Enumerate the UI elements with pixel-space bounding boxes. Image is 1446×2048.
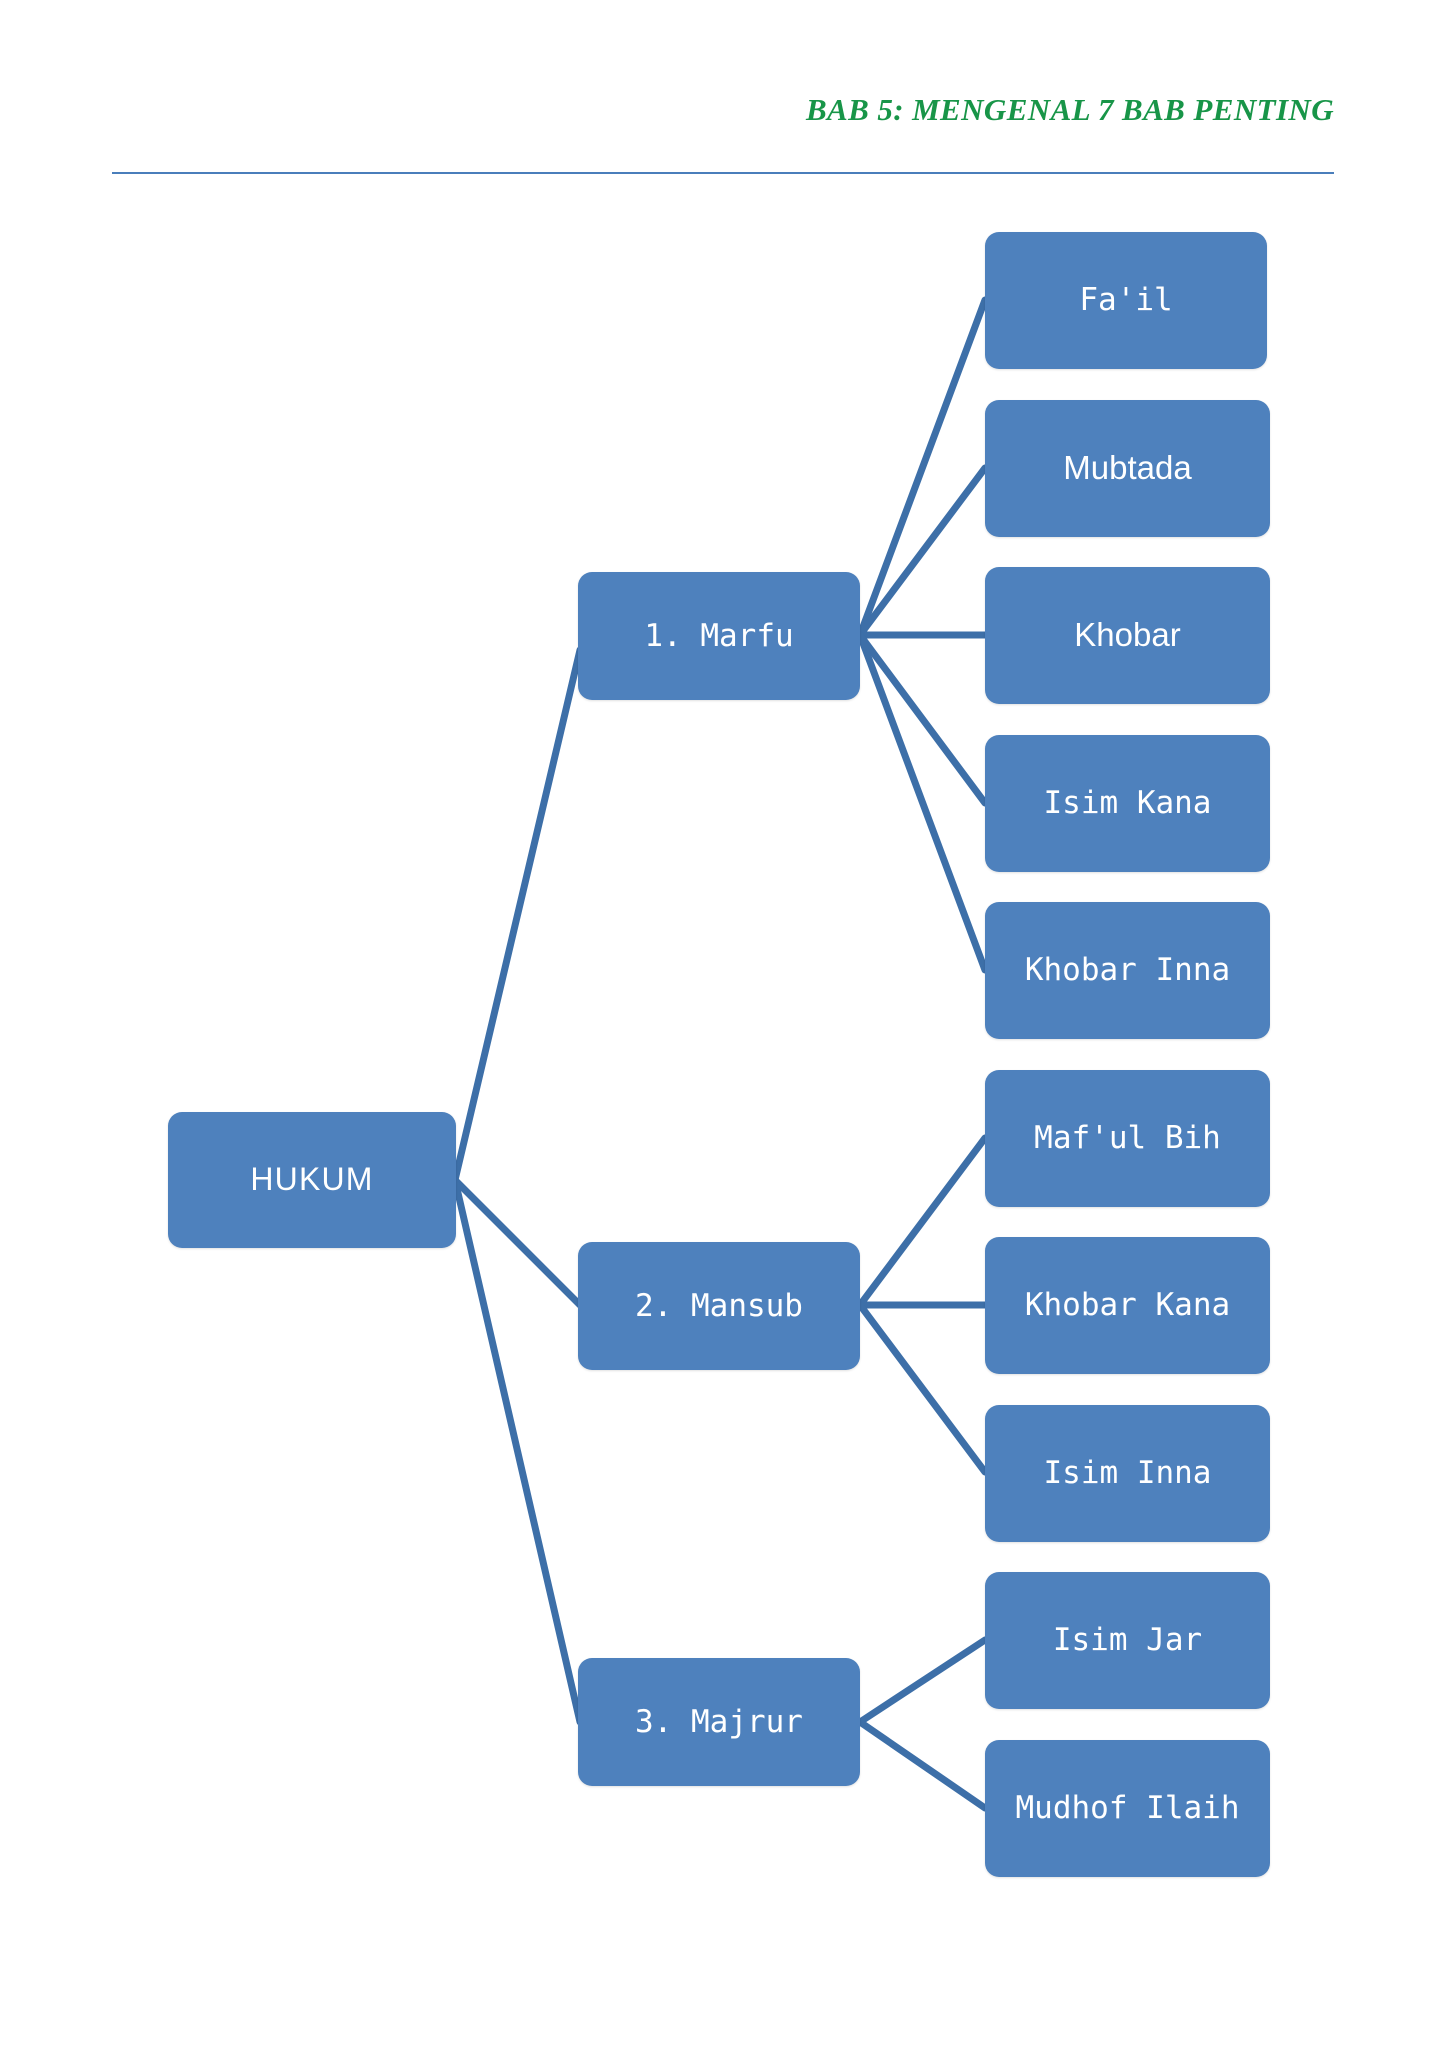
node-majrur[interactable]: 3. Majrur	[578, 1658, 860, 1786]
edge-majrur-mudhof-ilaih	[856, 1718, 989, 1812]
edge-hukum-majrur	[451, 1176, 584, 1726]
node-mubtada[interactable]: Mubtada	[985, 400, 1270, 537]
header-divider	[112, 172, 1334, 174]
node-mudhof-ilaih[interactable]: Mudhof Ilaih	[985, 1740, 1270, 1877]
node-isim-jar-label: Isim Jar	[1052, 1622, 1203, 1659]
node-isim-inna-label: Isim Inna	[1043, 1455, 1212, 1492]
node-mudhof-ilaih-label: Mudhof Ilaih	[1015, 1790, 1240, 1827]
edge-hukum-mansub	[451, 1176, 584, 1309]
edge-hukum-marfu	[451, 646, 584, 1184]
node-khobar-inna-label: Khobar Inna	[1024, 952, 1231, 989]
node-fail[interactable]: Fa'il	[985, 232, 1267, 369]
edge-mansub-isim-inna	[856, 1301, 989, 1476]
node-isim-kana-label: Isim Kana	[1043, 785, 1212, 822]
edge-marfu-isim-kana	[856, 631, 989, 807]
node-marfu[interactable]: 1. Marfu	[578, 572, 860, 700]
node-isim-jar[interactable]: Isim Jar	[985, 1572, 1270, 1709]
page-header: BAB 5: MENGENAL 7 BAB PENTING	[0, 0, 1446, 190]
edge-marfu-khobar-inna	[856, 631, 989, 974]
node-maful-bih-label: Maf'ul Bih	[1034, 1120, 1221, 1157]
node-fail-label: Fa'il	[1079, 282, 1173, 319]
node-khobar-kana[interactable]: Khobar Kana	[985, 1237, 1270, 1374]
node-mansub[interactable]: 2. Mansub	[578, 1242, 860, 1370]
edge-marfu-fail	[856, 296, 989, 639]
edge-mansub-maful-bih	[856, 1134, 989, 1309]
node-maful-bih[interactable]: Maf'ul Bih	[985, 1070, 1270, 1207]
page-footer: 27	[0, 1878, 1446, 2048]
node-marfu-label: 1. Marfu	[644, 617, 794, 654]
page-title: BAB 5: MENGENAL 7 BAB PENTING	[805, 92, 1334, 127]
node-majrur-label: 3. Majrur	[635, 1703, 803, 1740]
edge-majrur-isim-jar	[856, 1636, 989, 1726]
node-khobar[interactable]: Khobar	[985, 567, 1270, 704]
node-khobar-inna[interactable]: Khobar Inna	[985, 902, 1270, 1039]
node-khobar-kana-label: Khobar Kana	[1024, 1287, 1231, 1324]
node-mubtada-label: Mubtada	[1063, 449, 1192, 487]
node-mansub-label: 2. Mansub	[635, 1287, 803, 1324]
node-hukum-label: HUKUM	[250, 1161, 374, 1198]
node-khobar-label: Khobar	[1074, 616, 1181, 654]
edge-marfu-mubtada	[856, 464, 989, 639]
node-isim-inna[interactable]: Isim Inna	[985, 1405, 1270, 1542]
node-isim-kana[interactable]: Isim Kana	[985, 735, 1270, 872]
node-hukum[interactable]: HUKUM	[168, 1112, 456, 1248]
